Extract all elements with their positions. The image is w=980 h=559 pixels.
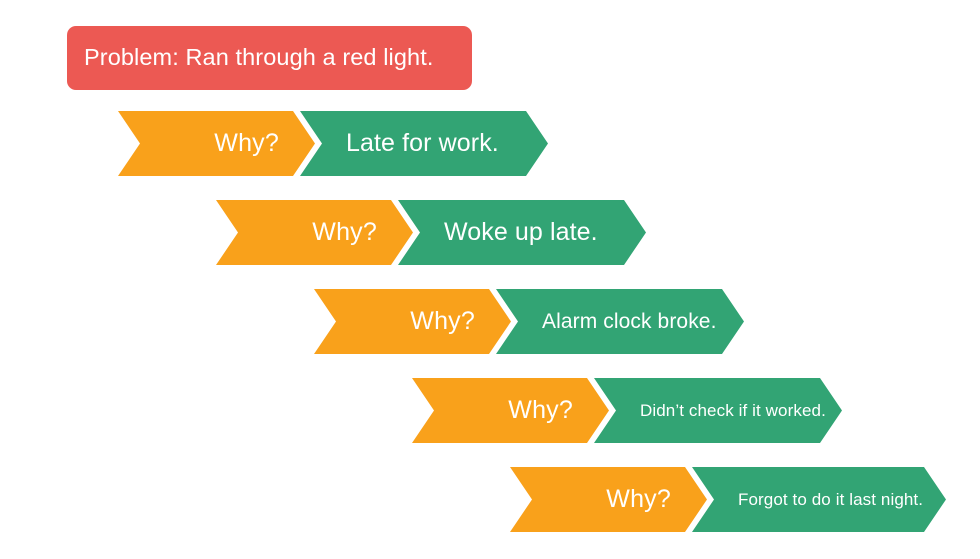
why-question-label-4: Why? [508, 396, 573, 424]
why-question-chevron-2[interactable]: Why? [216, 200, 413, 265]
why-question-chevron-5[interactable]: Why? [510, 467, 707, 532]
why-question-label-3: Why? [410, 307, 475, 335]
why-answer-chevron-1[interactable]: Late for work. [300, 111, 548, 176]
why-answer-label-4: Didn’t check if it worked. [640, 401, 826, 420]
why-question-label-2: Why? [312, 218, 377, 246]
why-answer-chevron-4[interactable]: Didn’t check if it worked. [594, 378, 842, 443]
why-answer-chevron-5[interactable]: Forgot to do it last night. [692, 467, 946, 532]
why-question-chevron-4[interactable]: Why? [412, 378, 609, 443]
why-answer-label-2: Woke up late. [444, 218, 598, 246]
why-answer-label-1: Late for work. [346, 129, 499, 157]
why-answer-chevron-3[interactable]: Alarm clock broke. [496, 289, 744, 354]
why-question-label-1: Why? [214, 129, 279, 157]
why-question-chevron-1[interactable]: Why? [118, 111, 315, 176]
problem-statement-label: Problem: Ran through a red light. [84, 44, 434, 71]
why-question-label-5: Why? [606, 485, 671, 513]
problem-statement-box: Problem: Ran through a red light. [67, 26, 472, 90]
why-answer-label-5: Forgot to do it last night. [738, 490, 924, 509]
why-answer-label-3: Alarm clock broke. [542, 310, 717, 333]
why-answer-chevron-2[interactable]: Woke up late. [398, 200, 646, 265]
why-question-chevron-3[interactable]: Why? [314, 289, 511, 354]
